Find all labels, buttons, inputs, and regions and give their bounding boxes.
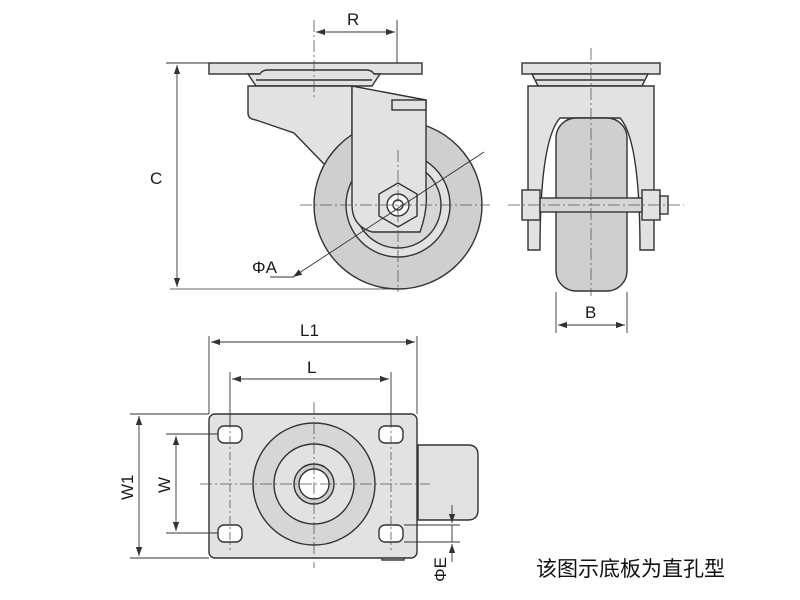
fork-bracket [247,85,353,195]
dim-label-l: L [307,358,316,377]
top-wheel [417,444,479,521]
dim-label-b: B [585,303,596,322]
front-view [508,48,684,296]
dim-label-phi-a: ΦA [252,258,278,277]
swivel-ring [246,69,382,87]
top-view-dimensions [130,336,460,562]
side-view [170,20,490,292]
front-view-dimensions [555,292,628,333]
top-view [200,402,479,568]
dim-label-r: R [347,10,359,29]
dim-label-w1: W1 [118,475,137,501]
side-view-dimensions [166,20,485,287]
dim-label-w: W [155,477,174,493]
dim-label-c: C [150,169,162,188]
dim-label-phi-e: ΦE [431,557,450,582]
dim-label-l1: L1 [300,321,319,340]
plate-type-note: 该图示底板为直孔型 [536,557,725,581]
fork-top-tab [391,99,427,111]
